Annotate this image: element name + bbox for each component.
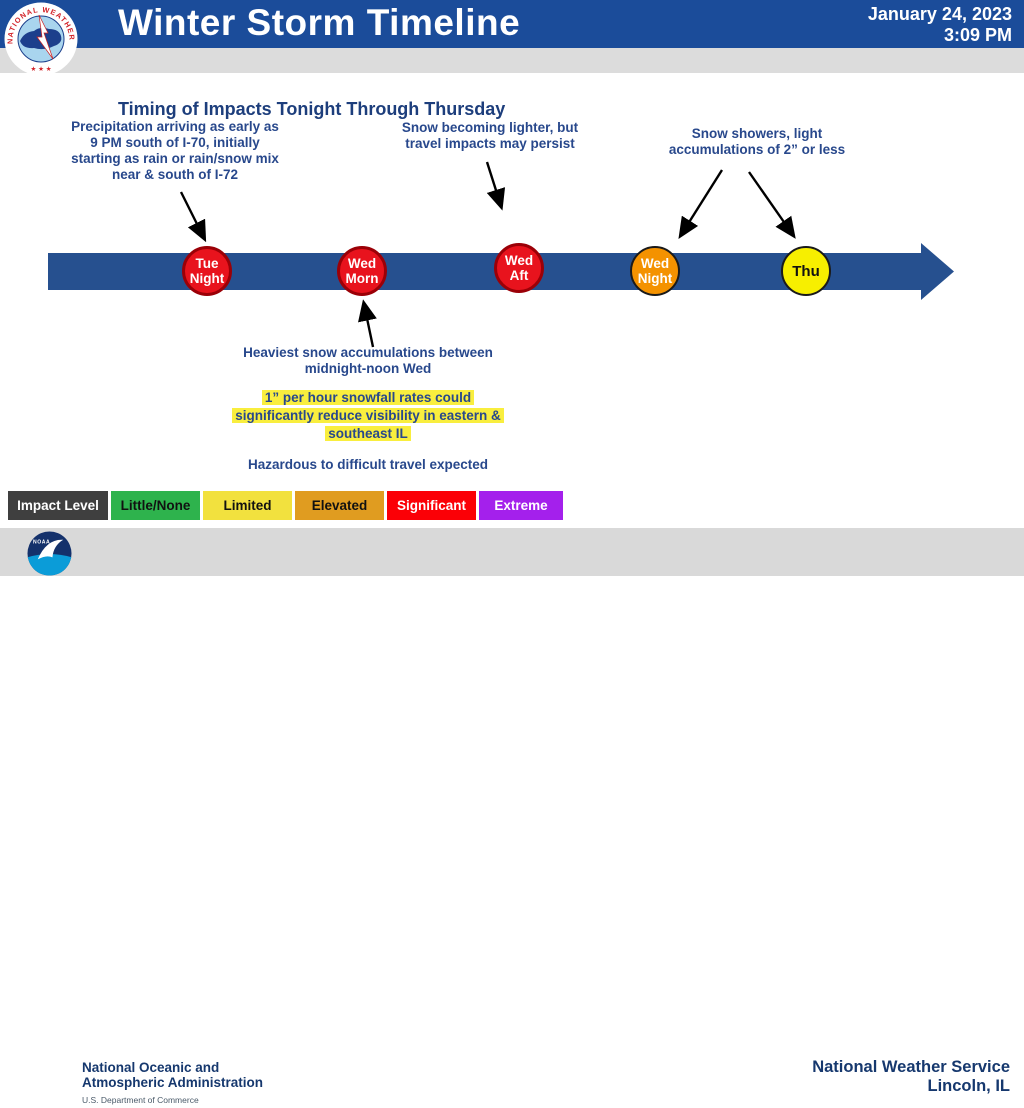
annotation-line: Heaviest snow accumulations between — [243, 345, 493, 360]
annotation-line: Snow becoming lighter, but — [401, 120, 579, 135]
nws-logo-stars: ★ ★ ★ — [30, 65, 51, 73]
footer-bar: National Oceanic and Atmospheric Adminis… — [0, 528, 1024, 1105]
legend-item-extreme: Extreme — [479, 491, 563, 520]
org-line: Atmospheric Administration — [82, 1074, 264, 1090]
point-label: Tue — [195, 256, 219, 271]
annotation-snow-lighter: Snow becoming lighter, but travel impact… — [372, 120, 608, 152]
arrow-lighter-to-wed-aft — [485, 161, 506, 211]
arrow-heaviest-to-wed-morn — [358, 299, 377, 348]
legend-item-little-none: Little/None — [111, 491, 200, 520]
timeline-point-thu: Thu — [781, 246, 831, 296]
point-label: Night — [637, 271, 673, 286]
point-label: Night — [189, 271, 225, 286]
nws-office-text: National Weather Service Lincoln, IL — [812, 1058, 1010, 1095]
arrow-precip-to-tue-night — [179, 191, 207, 243]
legend-item-significant: Significant — [387, 491, 476, 520]
noaa-org-text: National Oceanic and Atmospheric Adminis… — [82, 1060, 264, 1108]
impact-level-legend: Impact Level Little/None Limited Elevate… — [8, 491, 563, 520]
annotation-line: midnight-noon Wed — [304, 361, 432, 376]
issued-datetime: January 24, 2023 3:09 PM — [868, 4, 1012, 46]
annotation-precipitation: Precipitation arriving as early as 9 PM … — [40, 119, 310, 183]
annotation-line: starting as rain or rain/snow mix — [71, 151, 279, 166]
office-line: National Weather Service — [812, 1058, 1010, 1076]
annotation-line: Hazardous to difficult travel expected — [247, 457, 489, 472]
point-label: Morn — [345, 271, 379, 286]
page-subtitle: Timing of Impacts Tonight Through Thursd… — [118, 99, 506, 119]
annotation-snow-showers: Snow showers, light accumulations of 2” … — [637, 126, 877, 158]
timeline-point-wed-aft: Wed Aft — [494, 243, 544, 293]
annotation-snowfall-rates: 1” per hour snowfall rates could signifi… — [188, 389, 548, 443]
point-label: Wed — [347, 256, 377, 271]
point-label: Thu — [792, 262, 820, 280]
timeline-point-wed-night: Wed Night — [630, 246, 680, 296]
annotation-line: Precipitation arriving as early as — [71, 119, 279, 134]
highlighted-text: significantly reduce visibility in easte… — [232, 408, 504, 423]
header-bar: Winter Storm Timeline January 24, 2023 3… — [0, 0, 1024, 48]
point-label: Aft — [509, 268, 529, 283]
point-label: Wed — [504, 253, 534, 268]
legend-item-elevated: Elevated — [295, 491, 384, 520]
annotation-line: southeast IL — [188, 425, 548, 443]
noaa-logo-label: NOAA — [33, 540, 50, 546]
org-line: National Oceanic and — [82, 1060, 220, 1075]
annotation-line: travel impacts may persist — [405, 136, 575, 151]
nws-logo-icon: NATIONAL WEATHER SERVICE ★ ★ ★ — [4, 2, 78, 76]
annotation-travel: Hazardous to difficult travel expected — [218, 457, 518, 473]
timeline-point-tue-night: Tue Night — [182, 246, 232, 296]
annotation-line: accumulations of 2” or less — [668, 142, 846, 157]
dept-line: U.S. Department of Commerce — [82, 1095, 199, 1105]
noaa-logo-icon: NOAA — [27, 531, 72, 576]
page-title: Winter Storm Timeline — [118, 2, 521, 43]
annotation-line: 1” per hour snowfall rates could — [188, 389, 548, 407]
legend-title: Impact Level — [8, 491, 108, 520]
arrow-showers-to-wed-night — [678, 169, 724, 240]
highlighted-text: 1” per hour snowfall rates could — [261, 390, 475, 405]
annotation-line: significantly reduce visibility in easte… — [188, 407, 548, 425]
annotation-heaviest-snow: Heaviest snow accumulations between midn… — [218, 345, 518, 377]
issued-date: January 24, 2023 — [867, 4, 1012, 24]
annotation-line: 9 PM south of I-70, initially — [90, 135, 260, 150]
highlighted-text: southeast IL — [325, 426, 411, 441]
office-line: Lincoln, IL — [927, 1076, 1011, 1095]
annotation-line: Snow showers, light — [691, 126, 823, 141]
arrow-showers-to-thu — [748, 171, 796, 239]
timeline-point-wed-morn: Wed Morn — [337, 246, 387, 296]
point-label: Wed — [640, 256, 670, 271]
legend-item-limited: Limited — [203, 491, 292, 520]
subtitle-bar: Timing of Impacts Tonight Through Thursd… — [0, 48, 1024, 119]
annotation-line: near & south of I-72 — [111, 167, 238, 182]
issued-time: 3:09 PM — [943, 25, 1012, 45]
